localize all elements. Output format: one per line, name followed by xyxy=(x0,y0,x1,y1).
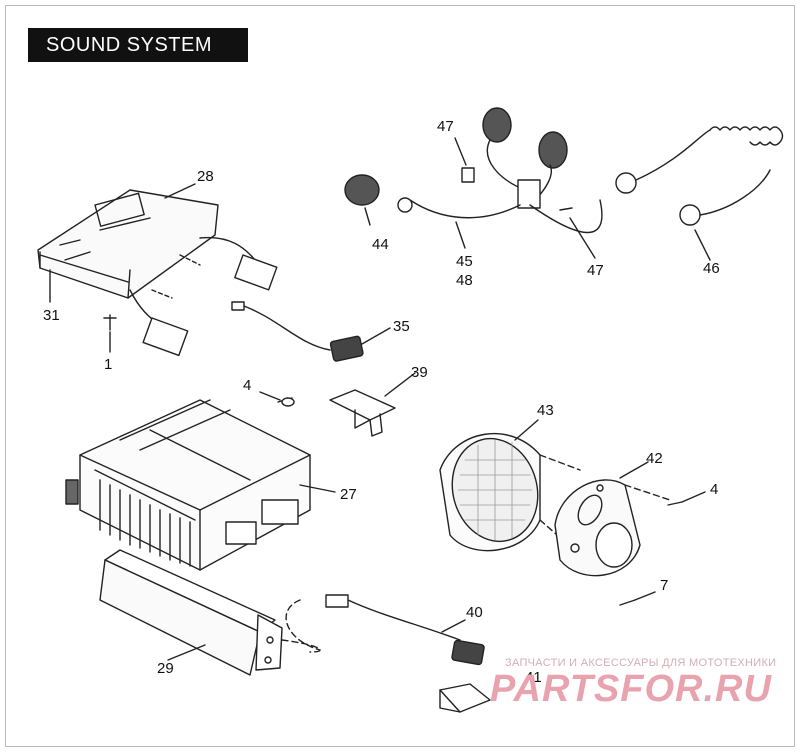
callout-43: 43 xyxy=(537,402,554,419)
callout-48: 48 xyxy=(456,272,473,289)
callout-27: 27 xyxy=(340,486,357,503)
callout-4-right: 4 xyxy=(710,481,719,498)
antenna-bracket xyxy=(439,683,491,713)
callout-39: 39 xyxy=(411,364,428,381)
callout-46: 46 xyxy=(703,260,720,277)
coiled-cord xyxy=(615,126,784,261)
speaker xyxy=(554,461,671,577)
module-harness xyxy=(103,236,278,357)
antenna-lead xyxy=(231,301,391,362)
mounting-bracket xyxy=(329,372,416,437)
radio-unit xyxy=(65,399,336,571)
speaker-housing xyxy=(439,419,581,556)
watermark-logo: PARTSFOR.RU xyxy=(490,668,772,710)
callout-47-upper: 47 xyxy=(437,118,454,135)
radio-bracket xyxy=(99,549,321,676)
watermark-tagline: ЗАПЧАСТИ И АКСЕССУАРЫ ДЛЯ МОТОТЕХНИКИ xyxy=(505,657,777,669)
headset xyxy=(397,107,603,259)
antenna-cable xyxy=(285,594,485,666)
callout-4-upper: 4 xyxy=(243,377,252,394)
callout-44: 44 xyxy=(372,236,389,253)
ear-cushion xyxy=(344,174,380,226)
control-module xyxy=(37,189,219,299)
diagram-frame xyxy=(5,5,795,747)
callout-7: 7 xyxy=(660,577,669,594)
diagram-title: SOUND SYSTEM xyxy=(28,28,248,62)
callout-28: 28 xyxy=(197,168,214,185)
callout-47-lower: 47 xyxy=(587,262,604,279)
callout-40: 40 xyxy=(466,604,483,621)
callout-35: 35 xyxy=(393,318,410,335)
callout-41: 41 xyxy=(525,669,542,686)
callout-29: 29 xyxy=(157,660,174,677)
callout-1: 1 xyxy=(104,356,113,373)
callout-42: 42 xyxy=(646,450,663,467)
callout-31: 31 xyxy=(43,307,60,324)
callout-45: 45 xyxy=(456,253,473,270)
